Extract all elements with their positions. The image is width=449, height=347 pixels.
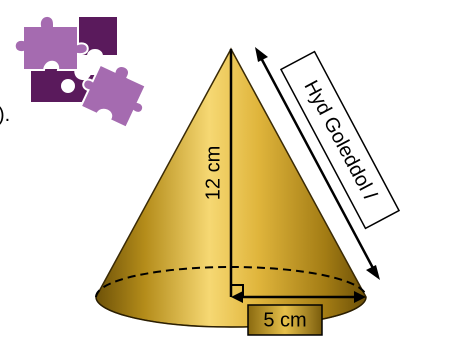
cut-off-text: ). [0,104,10,126]
cone-base-front-edge [95,296,367,328]
radius-label: 5 cm [263,309,306,331]
radius-label-box [247,304,323,336]
svg-text:Hyd Goleddol l: Hyd Goleddol l [299,77,380,204]
slant-label: Hyd Goleddol [299,77,378,199]
radius-arrow [231,291,366,303]
puzzle-icon [13,15,147,129]
height-label: 12 cm [202,146,224,200]
slant-height-arrow [255,47,380,280]
